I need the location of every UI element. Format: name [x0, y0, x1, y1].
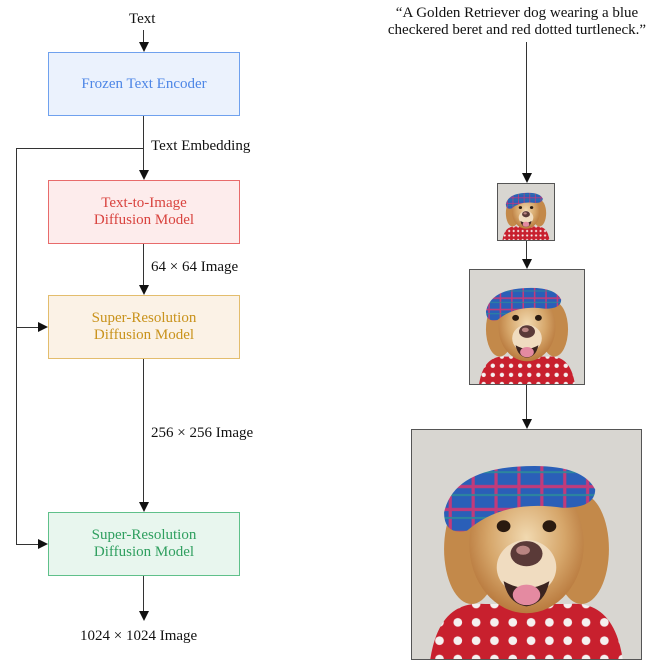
arrow-encoder-to-t2i: [143, 116, 145, 171]
arrowhead-icon: [139, 285, 149, 295]
frozen-text-encoder-box: Frozen Text Encoder: [48, 52, 240, 116]
image-64-label: 64 × 64 Image: [151, 259, 239, 275]
prompt-line-2: checkered beret and red dotted turtlenec…: [387, 22, 647, 38]
arrowhead-icon: [139, 42, 149, 52]
arrowhead-icon: [38, 539, 48, 549]
frozen-text-encoder-label: Frozen Text Encoder: [81, 75, 207, 92]
arrowhead-icon: [522, 173, 532, 183]
arrow-sr1-to-sr2: [143, 359, 145, 503]
output-image-64: [497, 183, 555, 241]
t2i-label-line2: Diffusion Model: [93, 212, 195, 228]
dog-image-icon: [412, 430, 641, 659]
arrow-t2i-to-sr1: [143, 244, 145, 286]
text-embedding-label: Text Embedding: [151, 138, 251, 154]
arrowhead-icon: [522, 259, 532, 269]
prompt-line-1: “A Golden Retriever dog wearing a blue: [395, 5, 639, 21]
embedding-branch-to-sr1: [16, 327, 40, 329]
embedding-branch-to-sr2: [16, 544, 40, 546]
embedding-branch-vertical: [16, 148, 18, 545]
text-to-image-diffusion-box: Text-to-Image Diffusion Model: [48, 180, 240, 244]
arrowhead-icon: [139, 170, 149, 180]
arrowhead-icon: [139, 611, 149, 621]
dog-image-icon: [498, 184, 554, 240]
arrowhead-icon: [522, 419, 532, 429]
sr1-label-line2: Diffusion Model: [93, 327, 195, 343]
arrowhead-icon: [139, 502, 149, 512]
input-text-label: Text: [129, 11, 156, 27]
arrow-text-to-encoder: [143, 30, 145, 44]
output-image-1024: [411, 429, 642, 660]
dog-image-icon: [470, 270, 584, 384]
t2i-label-line1: Text-to-Image: [101, 195, 187, 211]
sr1-label-line1: Super-Resolution: [91, 310, 197, 326]
arrow-sr2-to-output: [143, 576, 145, 612]
arrowhead-icon: [38, 322, 48, 332]
image-1024-label: 1024 × 1024 Image: [80, 628, 198, 644]
image-256-label: 256 × 256 Image: [151, 425, 254, 441]
sr2-label-line2: Diffusion Model: [93, 544, 195, 560]
arrow-64-to-256: [526, 241, 528, 260]
example-prompt: “A Golden Retriever dog wearing a blue c…: [372, 5, 662, 39]
embedding-branch-horizontal: [16, 148, 144, 150]
arrow-prompt-to-64: [526, 42, 528, 174]
sr2-label-line1: Super-Resolution: [91, 527, 197, 543]
output-image-256: [469, 269, 585, 385]
super-resolution-box-1: Super-Resolution Diffusion Model: [48, 295, 240, 359]
arrow-256-to-1024: [526, 385, 528, 420]
super-resolution-box-2: Super-Resolution Diffusion Model: [48, 512, 240, 576]
